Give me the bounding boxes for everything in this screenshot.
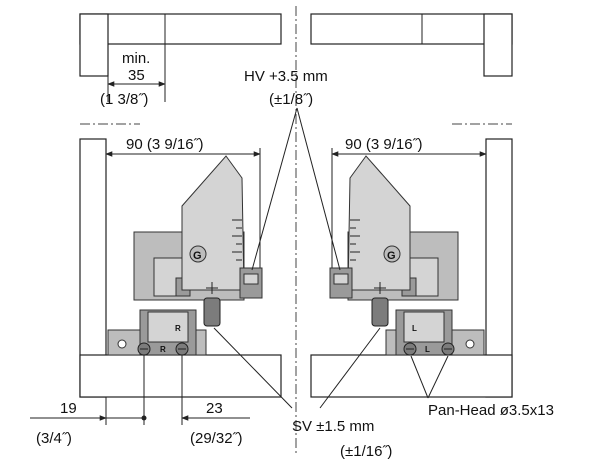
min-label: min. <box>122 50 150 67</box>
logo-mark: G <box>387 250 396 262</box>
adjust-cam-icon <box>189 245 207 263</box>
sv-label: SV ±1.5 mm <box>292 418 374 435</box>
mounting-hole <box>117 339 127 349</box>
top-left-panel <box>79 13 282 102</box>
right-width-label: 90 (3 9/16˝) <box>345 136 423 153</box>
dim-23-label: 23 <box>206 400 223 417</box>
left-width-label: 90 (3 9/16˝) <box>126 136 204 153</box>
min-inch: (1 3/8˝) <box>100 91 148 108</box>
dim-19-label: 19 <box>60 400 77 417</box>
screw-label: Pan-Head ø3.5x13 <box>428 402 554 419</box>
left-hand-hinge: L L G <box>329 155 485 356</box>
top-right-panel <box>310 13 513 77</box>
right-hand-hinge: R R G <box>107 155 263 356</box>
hv-inch: (±1/8˝) <box>269 91 313 108</box>
mounting-hole <box>465 339 475 349</box>
sv-inch: (±1/16˝) <box>340 443 392 460</box>
hinge-marker-l: L <box>412 324 417 333</box>
dim-23-inch: (29/32˝) <box>190 430 243 447</box>
right-door-panel <box>310 354 513 398</box>
hinge-marker-r: R <box>175 324 181 333</box>
svg-text:L: L <box>425 345 430 354</box>
dim-19-inch: (3/4˝) <box>36 430 72 447</box>
right-cabinet-side <box>452 123 513 398</box>
min-value: 35 <box>128 67 145 84</box>
left-door-panel <box>79 354 282 398</box>
svg-text:R: R <box>160 345 166 354</box>
hv-label: HV +3.5 mm <box>244 68 328 85</box>
logo-mark: G <box>193 250 202 262</box>
adjust-cam-icon <box>383 245 401 263</box>
